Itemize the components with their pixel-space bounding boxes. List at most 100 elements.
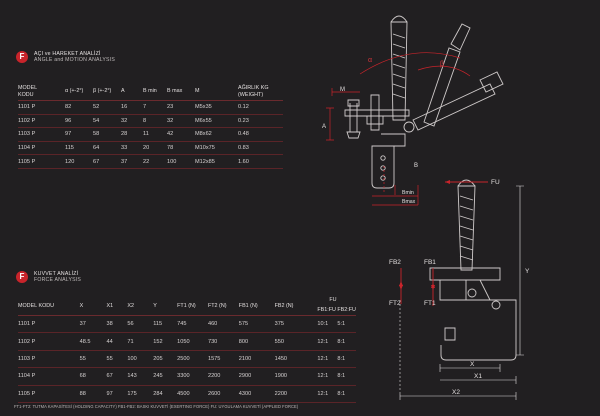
angle-title-en: ANGLE and MOTION ANALYSIS — [34, 57, 116, 64]
cell-b-max: 23 — [167, 100, 195, 115]
cell-fb1: 2900 — [238, 367, 275, 386]
cell-m: M5x35 — [195, 100, 238, 115]
beta-arc — [417, 65, 471, 77]
cell-y: 284 — [153, 385, 178, 403]
cell-fb2-fu: 8:1 — [337, 367, 356, 386]
cell-fb2: 1900 — [274, 367, 318, 386]
adjust-screw — [370, 94, 380, 131]
fb2-arrowhead — [399, 285, 403, 290]
cell-m: M10x75 — [195, 141, 238, 156]
cell-b-max: 100 — [167, 154, 195, 169]
header-a: A — [121, 83, 143, 101]
cell-fb1-fu: 12:1 — [317, 350, 338, 369]
table-row: 1101 P 37 38 56 115 745 460 575 375 10:1… — [18, 315, 356, 334]
angle-section-heading: F AÇI ve HAREKET ANALİZİ ANGLE and MOTIO… — [16, 51, 115, 64]
ft2-arrowhead — [399, 281, 403, 286]
fu-arrowhead — [445, 180, 450, 184]
handle-cap — [457, 179, 476, 187]
cell-model: 1105 P — [18, 154, 65, 169]
clamp-arm — [344, 109, 410, 117]
header-y: Y — [153, 298, 178, 316]
clamp-side-view — [344, 15, 504, 189]
force-footnote: FT1-FT2: TUTMA KAPASİTESİ (HOLDING CAPAC… — [14, 404, 299, 409]
handle-vertical — [457, 185, 476, 271]
header-weight-en: (WEIGHT) — [238, 91, 264, 98]
cell-weight: 0.23 — [238, 114, 283, 129]
adjust-nut — [366, 115, 384, 125]
force-table-header: MODEL KODU X X1 X2 Y FT1 (N) FT2 (N) FB1… — [18, 297, 356, 316]
force-title-tr: KUVVET ANALİZİ — [34, 271, 79, 277]
table-row: 1101 P 82 52 16 7 23 M5x35 0.12 — [18, 100, 283, 115]
cell-alpha: 96 — [65, 114, 93, 129]
header-x: X — [79, 298, 107, 316]
cell-fb1: 2100 — [238, 350, 275, 369]
handle-vertical — [390, 21, 408, 121]
cell-x1: 38 — [106, 315, 128, 334]
cell-y: 245 — [153, 367, 178, 386]
force-arrows — [400, 181, 488, 306]
cell-ft2: 2600 — [207, 385, 239, 403]
cell-fb2-fu: 8:1 — [337, 385, 356, 403]
table-row: 1105 P 120 67 37 22 100 M12x85 1.60 — [18, 154, 283, 169]
cell-y: 115 — [153, 315, 178, 334]
fb1-label: FB1 — [424, 259, 436, 266]
header-model-code: KODU — [18, 91, 34, 98]
cell-alpha: 82 — [65, 100, 93, 115]
force-dimension-lines — [399, 185, 524, 400]
cell-model: 1104 P — [18, 367, 80, 386]
cell-ft1: 745 — [177, 315, 208, 334]
cell-model: 1104 P — [18, 141, 65, 156]
cell-beta: 58 — [93, 127, 121, 142]
table-row: 1102 P 96 54 32 8 32 M6x55 0.23 — [18, 114, 283, 129]
header-model: MODEL — [18, 85, 38, 92]
header-fb2-fu: FB2:FU — [337, 307, 356, 314]
cell-fb2-fu: 5:1 — [337, 315, 356, 334]
header-fu: FU — [329, 297, 337, 303]
clamp-linkage — [465, 279, 491, 301]
brand-logo-icon: F — [16, 51, 28, 64]
x2-label: X2 — [452, 389, 460, 396]
bmin-bmax-lines — [372, 195, 418, 206]
x-label: X — [470, 361, 475, 368]
m-label: M — [340, 87, 345, 93]
spindle-nut — [347, 99, 360, 107]
cell-ft1: 4500 — [177, 385, 208, 403]
cell-alpha: 97 — [65, 127, 93, 142]
cell-ft2: 460 — [207, 315, 239, 334]
header-ft2: FT2 (N) — [207, 298, 239, 316]
cell-x1: 97 — [106, 385, 128, 403]
cell-model: 1101 P — [18, 315, 80, 334]
header-fb2: FB2 (N) — [274, 298, 318, 316]
alpha-label: α — [368, 57, 372, 64]
alpha-arc — [359, 52, 461, 75]
cell-a: 16 — [121, 100, 143, 115]
header-x2: X2 — [127, 298, 154, 316]
cell-x: 68 — [79, 367, 107, 386]
ft1-arrowhead — [431, 283, 435, 288]
angle-motion-table: MODEL KODU α (+-2°) β (+-2°) A B min B m… — [18, 83, 283, 169]
cell-fb2: 375 — [274, 315, 318, 334]
table-row: 1105 P 88 97 175 284 4500 2600 4300 2200… — [18, 385, 356, 403]
cell-b-min: 11 — [143, 127, 167, 142]
header-beta: β (+-2°) — [93, 83, 121, 101]
spindle-pad — [346, 131, 361, 139]
cell-y: 205 — [153, 350, 178, 369]
clamp-foot — [444, 327, 456, 341]
cell-fb2: 2200 — [274, 385, 318, 403]
cell-fb2-fu: 8:1 — [337, 332, 356, 351]
cell-a: 32 — [121, 114, 143, 129]
table-row: 1103 P 97 58 28 11 42 M8x62 0.48 — [18, 127, 283, 142]
cell-x2: 56 — [127, 315, 154, 334]
a-dim-line — [326, 107, 334, 141]
header-fb1: FB1 (N) — [238, 298, 275, 316]
cell-a: 37 — [121, 154, 143, 169]
handle-open-grip — [479, 71, 504, 93]
cell-beta: 64 — [93, 141, 121, 156]
header-fb1-fu: FB1:FU — [317, 307, 336, 314]
cell-ft1: 2500 — [177, 350, 208, 369]
x-dim-line — [439, 364, 501, 372]
cell-weight: 0.48 — [238, 127, 283, 142]
fu-label: FU — [491, 179, 500, 186]
force-title-en: FORCE ANALYSIS — [34, 277, 82, 284]
